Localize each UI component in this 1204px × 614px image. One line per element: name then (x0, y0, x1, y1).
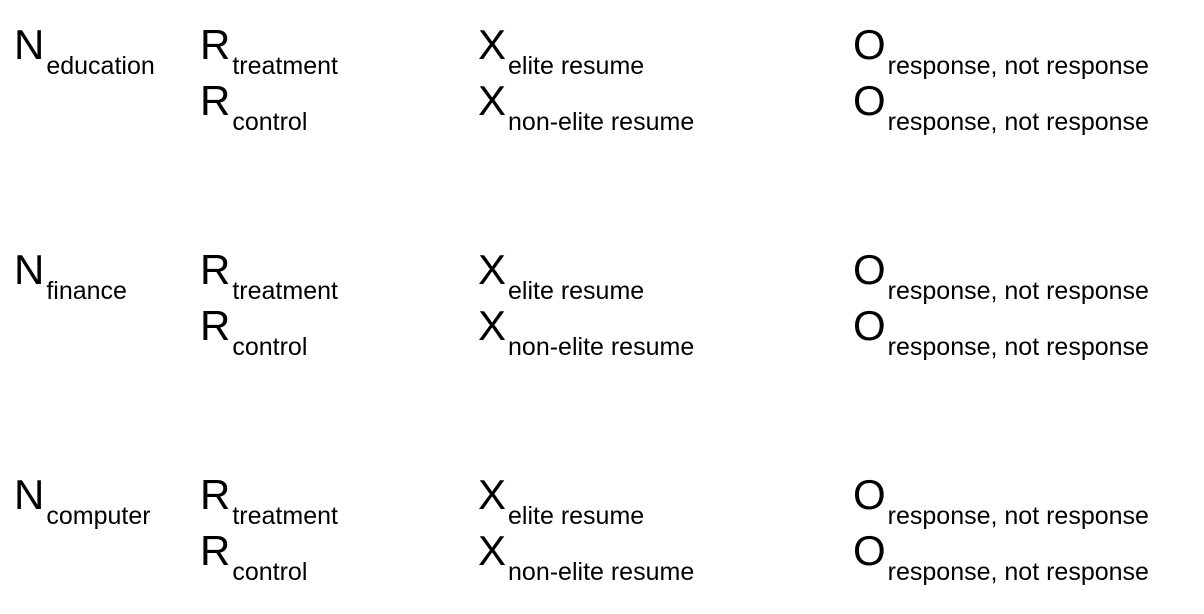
group-subscript: education (46, 52, 155, 80)
assignment-letter: R (200, 302, 231, 349)
intervention-letter: X (478, 77, 507, 124)
intervention-letter: X (478, 527, 507, 574)
assignment-subscript: control (232, 333, 308, 361)
observation-subscript: response, not response (887, 558, 1149, 586)
observation-letter: O (853, 77, 886, 124)
observation-subscript: response, not response (887, 333, 1149, 361)
intervention-letter: X (478, 246, 507, 293)
group-symbol: Ncomputer (14, 474, 151, 529)
intervention-symbol-elite: Xelite resume (478, 474, 644, 529)
group-letter: N (14, 471, 45, 518)
assignment-symbol-control: Rcontrol (200, 530, 307, 585)
intervention-subscript: elite resume (508, 502, 645, 530)
assignment-subscript: control (232, 108, 308, 136)
assignment-symbol-control: Rcontrol (200, 80, 307, 135)
assignment-symbol-treatment: Rtreatment (200, 474, 338, 529)
group-letter: N (14, 246, 45, 293)
observation-symbol-control: Oresponse, not response (853, 80, 1149, 135)
assignment-symbol-control: Rcontrol (200, 305, 307, 360)
observation-subscript: response, not response (887, 277, 1149, 305)
intervention-subscript: non-elite resume (508, 333, 695, 361)
group-letter: N (14, 21, 45, 68)
observation-symbol-treatment: Oresponse, not response (853, 249, 1149, 304)
intervention-subscript: non-elite resume (508, 108, 695, 136)
observation-letter: O (853, 527, 886, 574)
assignment-letter: R (200, 21, 231, 68)
group-subscript: finance (46, 277, 127, 305)
assignment-subscript: control (232, 558, 308, 586)
intervention-symbol-non-elite: Xnon-elite resume (478, 80, 694, 135)
assignment-letter: R (200, 246, 231, 293)
group-subscript: computer (46, 502, 151, 530)
intervention-symbol-elite: Xelite resume (478, 249, 644, 304)
observation-symbol-treatment: Oresponse, not response (853, 474, 1149, 529)
assignment-subscript: treatment (232, 277, 338, 305)
intervention-subscript: elite resume (508, 52, 645, 80)
intervention-subscript: non-elite resume (508, 558, 695, 586)
assignment-subscript: treatment (232, 52, 338, 80)
design-block-computer: Ncomputer Rtreatment Rcontrol Xelite res… (0, 474, 1204, 614)
intervention-symbol-non-elite: Xnon-elite resume (478, 530, 694, 585)
observation-subscript: response, not response (887, 502, 1149, 530)
assignment-letter: R (200, 471, 231, 518)
group-symbol: Neducation (14, 24, 155, 79)
intervention-subscript: elite resume (508, 277, 645, 305)
observation-symbol-treatment: Oresponse, not response (853, 24, 1149, 79)
design-block-finance: Nfinance Rtreatment Rcontrol Xelite resu… (0, 249, 1204, 389)
observation-letter: O (853, 302, 886, 349)
intervention-letter: X (478, 471, 507, 518)
observation-subscript: response, not response (887, 108, 1149, 136)
observation-letter: O (853, 21, 886, 68)
observation-letter: O (853, 246, 886, 293)
intervention-letter: X (478, 302, 507, 349)
intervention-symbol-non-elite: Xnon-elite resume (478, 305, 694, 360)
observation-letter: O (853, 471, 886, 518)
observation-symbol-control: Oresponse, not response (853, 530, 1149, 585)
intervention-letter: X (478, 21, 507, 68)
assignment-symbol-treatment: Rtreatment (200, 24, 338, 79)
observation-symbol-control: Oresponse, not response (853, 305, 1149, 360)
assignment-letter: R (200, 77, 231, 124)
intervention-symbol-elite: Xelite resume (478, 24, 644, 79)
assignment-letter: R (200, 527, 231, 574)
group-symbol: Nfinance (14, 249, 127, 304)
observation-subscript: response, not response (887, 52, 1149, 80)
assignment-symbol-treatment: Rtreatment (200, 249, 338, 304)
design-block-education: Neducation Rtreatment Rcontrol Xelite re… (0, 24, 1204, 164)
assignment-subscript: treatment (232, 502, 338, 530)
